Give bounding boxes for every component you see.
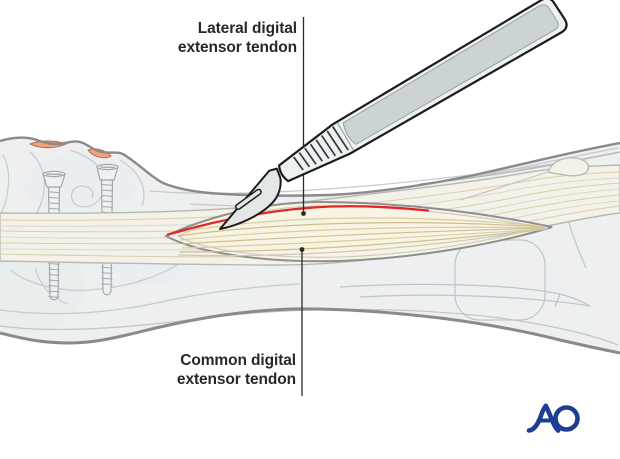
label-top-line2: extensor tendon xyxy=(177,39,297,56)
grip-step-line xyxy=(336,122,354,151)
lateral-tendon-tip xyxy=(547,157,590,177)
ao-logo: AO xyxy=(526,403,580,433)
leader-dot-top xyxy=(301,211,306,216)
limb-top-contour xyxy=(0,136,620,197)
label-bottom-line1: Common digital xyxy=(180,352,296,369)
leader-dot-bottom xyxy=(299,247,305,252)
ao-logo-letter-o xyxy=(553,405,580,432)
incision-line xyxy=(166,205,430,236)
scalpel xyxy=(219,0,568,230)
scalpel-handle-panel xyxy=(342,4,559,145)
blade-slot xyxy=(236,190,261,209)
label-bottom-line2: extensor tendon xyxy=(176,371,296,388)
incision-bed xyxy=(163,200,553,263)
tendon-split-line xyxy=(459,171,549,201)
limb-bottom-contour xyxy=(0,307,620,355)
label-top-line1: Lateral digital xyxy=(197,20,297,37)
incision-opening xyxy=(163,200,553,263)
exposed-tendon-fibers xyxy=(174,217,549,257)
label-lateral-digital-extensor-tendon: Lateral digital extensor tendon xyxy=(40,19,297,57)
leader-lines xyxy=(299,17,306,396)
scalpel-grip-ridges xyxy=(293,126,349,171)
tissue-tint xyxy=(25,153,135,217)
ao-logo-letter-a xyxy=(526,403,561,433)
label-common-digital-extensor-tendon: Common digital extensor tendon xyxy=(40,351,296,389)
